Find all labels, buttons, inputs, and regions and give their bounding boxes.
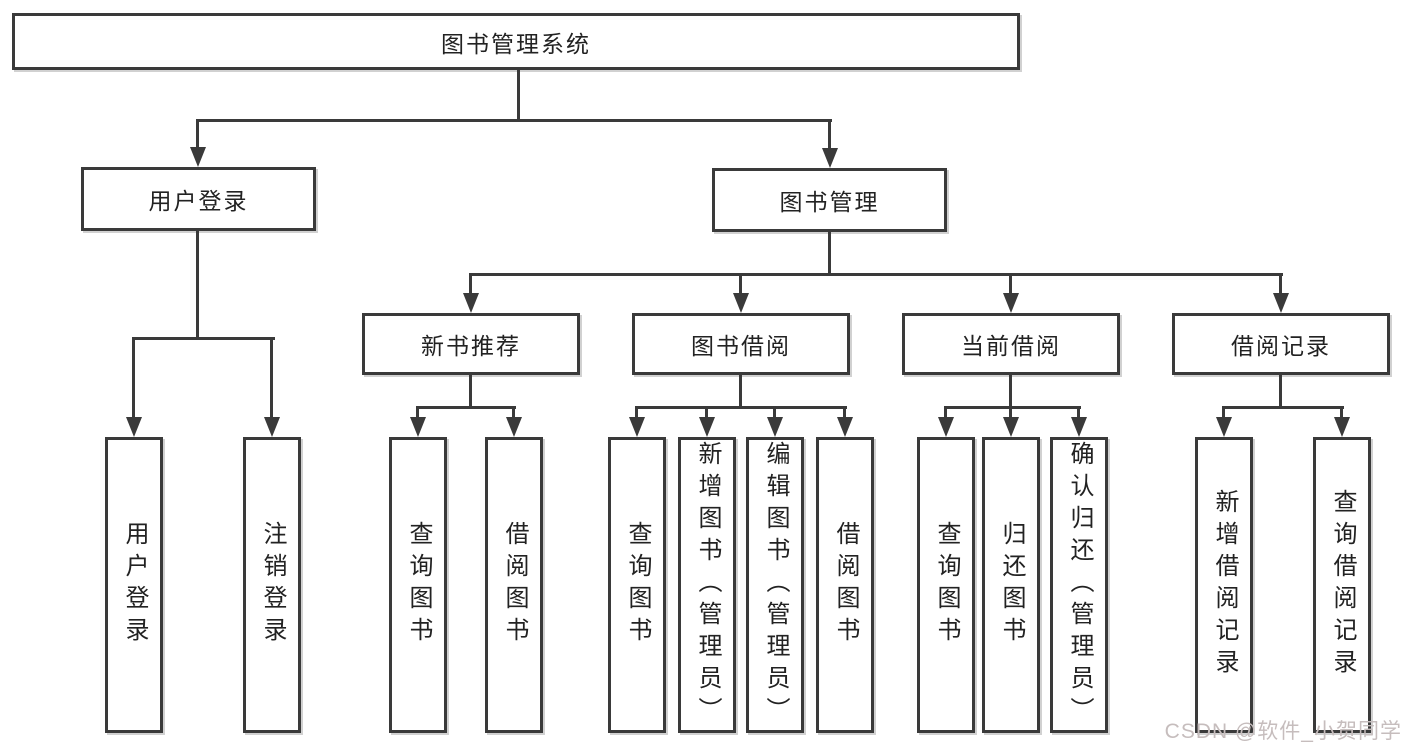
connector-line: [1340, 406, 1343, 419]
leaf-user-login: 用户登录: [105, 437, 163, 733]
arrowhead-icon: [410, 417, 426, 437]
arrowhead-icon: [733, 293, 749, 313]
connector-line: [944, 406, 1081, 409]
node-new-book-recommend: 新书推荐: [362, 313, 580, 375]
arrowhead-icon: [1003, 417, 1019, 437]
node-borrow-records: 借阅记录: [1172, 313, 1390, 375]
node-user-login: 用户登录: [81, 167, 316, 231]
leaf-query-books: 查询图书: [608, 437, 666, 733]
arrowhead-icon: [1273, 293, 1289, 313]
arrowhead-icon: [837, 417, 853, 437]
connector-line: [469, 273, 472, 295]
connector-line: [1222, 406, 1225, 419]
connector-line: [773, 406, 776, 419]
arrowhead-icon: [264, 417, 280, 437]
leaf-query-borrow-record: 查询借阅记录: [1313, 437, 1371, 733]
connector-line: [196, 119, 832, 122]
arrowhead-icon: [126, 417, 142, 437]
connector-line: [196, 119, 199, 149]
arrowhead-icon: [822, 148, 838, 168]
leaf-borrow-books: 借阅图书: [485, 437, 543, 733]
arrowhead-icon: [1003, 293, 1019, 313]
connector-line: [739, 375, 742, 406]
leaf-borrow-books: 借阅图书: [816, 437, 874, 733]
arrowhead-icon: [1071, 417, 1087, 437]
connector-line: [828, 232, 831, 273]
connector-line: [1279, 273, 1282, 295]
connector-line: [843, 406, 846, 419]
connector-line: [416, 406, 419, 419]
leaf-return-books: 归还图书: [982, 437, 1040, 733]
arrowhead-icon: [767, 417, 783, 437]
leaf-add-books-admin: 新增图书（管理员）: [678, 437, 736, 733]
leaf-confirm-return-admin: 确认归还（管理员）: [1050, 437, 1108, 733]
connector-line: [416, 406, 516, 409]
node-root: 图书管理系统: [12, 13, 1020, 70]
connector-line: [517, 70, 520, 119]
node-book-borrow: 图书借阅: [632, 313, 850, 375]
connector-line: [1222, 406, 1344, 409]
leaf-logout: 注销登录: [243, 437, 301, 733]
connector-line: [944, 406, 947, 419]
arrowhead-icon: [190, 147, 206, 167]
connector-line: [469, 375, 472, 406]
node-current-borrow: 当前借阅: [902, 313, 1120, 375]
arrowhead-icon: [699, 417, 715, 437]
connector-line: [469, 273, 1283, 276]
connector-line: [1009, 406, 1012, 419]
connector-line: [635, 406, 638, 419]
connector-line: [1009, 273, 1012, 295]
connector-line: [1279, 375, 1282, 406]
connector-line: [635, 406, 847, 409]
leaf-add-borrow-record: 新增借阅记录: [1195, 437, 1253, 733]
arrowhead-icon: [463, 293, 479, 313]
connector-line: [512, 406, 515, 419]
connector-line: [270, 337, 273, 419]
arrowhead-icon: [938, 417, 954, 437]
arrowhead-icon: [1334, 417, 1350, 437]
connector-line: [196, 231, 199, 337]
csdn-watermark: CSDN @软件_小贺同学: [1164, 720, 1402, 743]
connector-line: [739, 273, 742, 295]
arrowhead-icon: [629, 417, 645, 437]
connector-line: [828, 119, 831, 150]
arrowhead-icon: [1216, 417, 1232, 437]
connector-line: [1077, 406, 1080, 419]
leaf-query-books: 查询图书: [917, 437, 975, 733]
node-book-management: 图书管理: [712, 168, 947, 232]
arrowhead-icon: [506, 417, 522, 437]
connector-line: [132, 337, 275, 340]
connector-line: [132, 337, 135, 419]
leaf-edit-books-admin: 编辑图书（管理员）: [746, 437, 804, 733]
connector-line: [705, 406, 708, 419]
leaf-query-books: 查询图书: [389, 437, 447, 733]
connector-line: [1009, 375, 1012, 406]
